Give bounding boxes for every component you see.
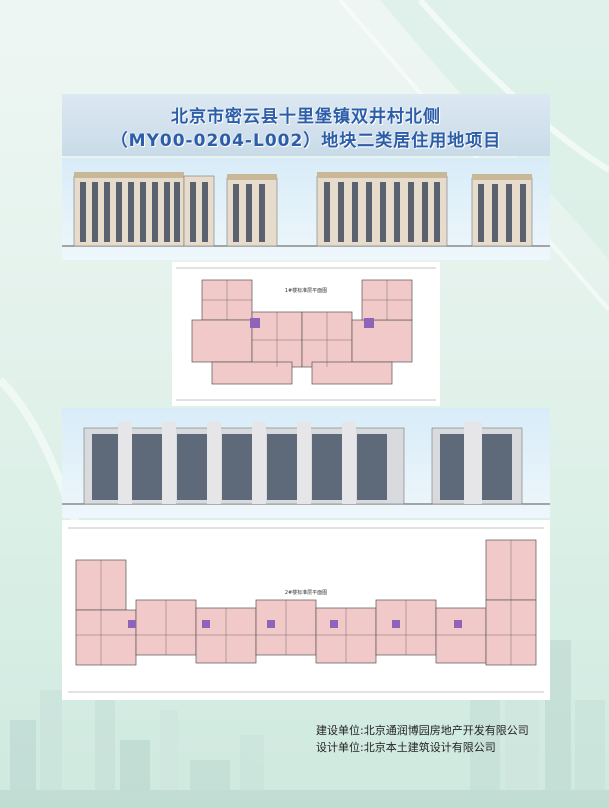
building-2-floor-plan-drawing: 2#楼标准层平面图 (68, 527, 544, 693)
building-2-floor-plan: 2#楼标准层平面图 (62, 520, 550, 700)
builder-credit: 建设单位:北京通润博园房地产开发有限公司 (316, 724, 529, 737)
designer-credit: 设计单位:北京本土建筑设计有限公司 (316, 741, 496, 754)
plan-2-label: 2#楼标准层平面图 (285, 589, 327, 596)
building-2-elevation (62, 408, 550, 518)
building-1-elevation (62, 158, 550, 260)
plan-1-label: 1#楼标准层平面图 (285, 287, 327, 294)
building-2-elevation-drawing (62, 422, 550, 505)
project-title-line-1: 北京市密云县十里堡镇双井村北侧 (171, 107, 441, 127)
building-1-floor-plan: 1#楼标准层平面图 (172, 262, 440, 406)
building-1-elevation-drawing (62, 172, 550, 247)
project-title-line-2: （MY00-0204-L002）地块二类居住用地项目 (110, 131, 502, 151)
title-banner: 北京市密云县十里堡镇双井村北侧 （MY00-0204-L002）地块二类居住用地… (62, 94, 550, 156)
building-1-floor-plan-drawing: 1#楼标准层平面图 (176, 267, 436, 401)
project-credits: 建设单位:北京通润博园房地产开发有限公司 设计单位:北京本土建筑设计有限公司 (316, 722, 529, 756)
